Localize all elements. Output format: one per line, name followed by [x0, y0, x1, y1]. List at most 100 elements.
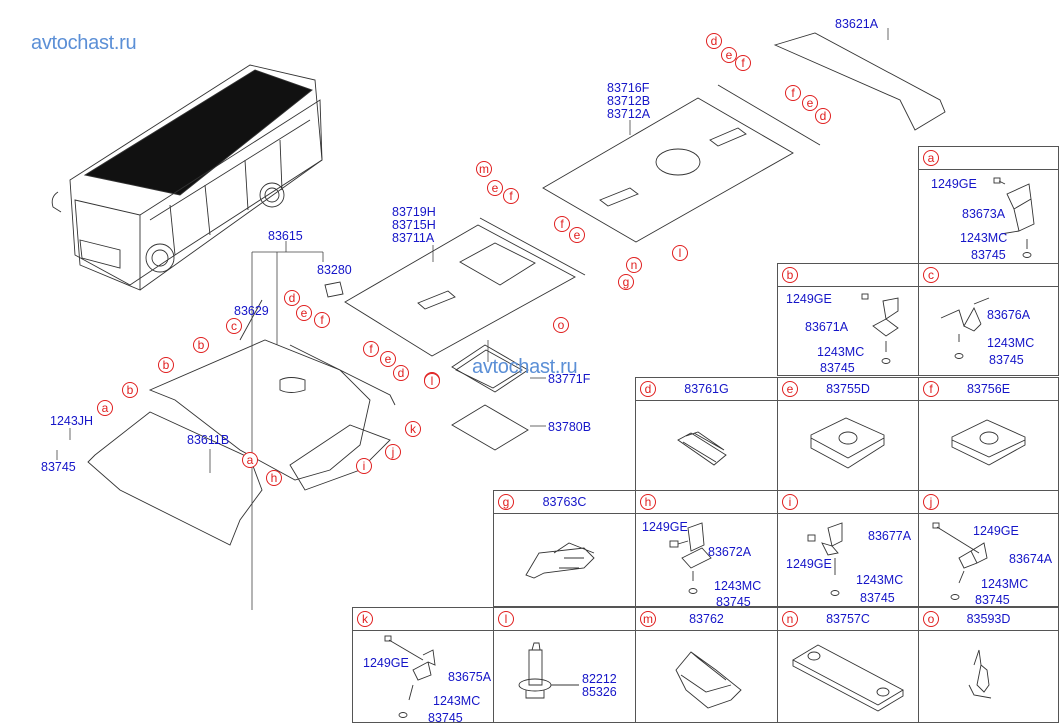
part-label[interactable]: 83673A — [962, 207, 1006, 221]
part-label[interactable]: 1243MC — [856, 573, 904, 587]
ref-bubble-d[interactable]: d — [284, 290, 300, 306]
part-label-83615[interactable]: 83615 — [268, 229, 303, 243]
part-label-83629[interactable]: 83629 — [234, 304, 269, 318]
part-label[interactable]: 83671A — [805, 320, 849, 334]
ref-bubble-f[interactable]: f — [554, 216, 570, 232]
part-label[interactable]: 83745 — [428, 711, 463, 725]
ref-bubble-f[interactable]: f — [314, 312, 330, 328]
ref-bubble-e[interactable]: e — [380, 351, 396, 367]
part-label[interactable]: 1249GE — [786, 557, 832, 571]
ref-bubble-l[interactable]: l — [424, 373, 440, 389]
part-label[interactable]: 1243MC — [714, 579, 762, 593]
part-label-83712a[interactable]: 83712A — [607, 107, 651, 121]
ref-bubble-e[interactable]: e — [802, 95, 818, 111]
detail-ref-n: n — [782, 611, 798, 627]
part-label[interactable]: 83745 — [820, 361, 855, 375]
part-label-83780b[interactable]: 83780B — [548, 420, 592, 434]
pad-icon — [810, 417, 885, 469]
part-label[interactable]: 83672A — [708, 545, 752, 559]
part-label-83611b[interactable]: 83611B — [187, 433, 230, 447]
ref-bubble-b[interactable]: b — [193, 337, 209, 353]
ref-bubble-i[interactable]: i — [356, 458, 372, 474]
part-label[interactable]: 83745 — [716, 595, 751, 609]
ref-bubble-e[interactable]: e — [569, 227, 585, 243]
ref-bubble-o[interactable]: o — [553, 317, 569, 333]
detail-ref-h: h — [640, 494, 656, 510]
part-label[interactable]: 83745 — [971, 248, 1006, 262]
ref-bubble-e[interactable]: e — [487, 180, 503, 196]
ref-bubble-d[interactable]: d — [393, 365, 409, 381]
detail-code: 83756E — [966, 382, 1011, 396]
detail-header: o 83593D — [919, 608, 1058, 631]
ref-bubble-k[interactable]: k — [405, 421, 421, 437]
part-label[interactable]: 1243MC — [987, 336, 1035, 350]
part-label[interactable]: 83745 — [989, 353, 1024, 367]
part-label-83280[interactable]: 83280 — [317, 263, 352, 277]
ref-bubble-m[interactable]: m — [476, 161, 492, 177]
detail-cell-a: a 1249GE 83673A 1243MC 83745 — [918, 146, 1059, 264]
part-label[interactable]: 1243MC — [817, 345, 865, 359]
part-label[interactable]: 1243MC — [960, 231, 1008, 245]
ref-bubble-c[interactable]: c — [226, 318, 242, 334]
ref-bubble-f[interactable]: f — [503, 188, 519, 204]
part-label-83745[interactable]: 83745 — [41, 460, 76, 474]
ref-bubble-e[interactable]: e — [721, 47, 737, 63]
part-label[interactable]: 82212 — [582, 672, 617, 686]
part-label-83715h[interactable]: 83715H — [392, 218, 436, 232]
ref-bubble-b[interactable]: b — [158, 357, 174, 373]
part-label-1243jh[interactable]: 1243JH — [50, 414, 94, 428]
ref-bubble-f[interactable]: f — [785, 85, 801, 101]
part-label[interactable]: 1249GE — [642, 520, 688, 534]
part-label[interactable]: 83674A — [1009, 552, 1053, 566]
clip-icon — [677, 431, 727, 466]
front-headliner-drawing — [344, 217, 586, 451]
ref-bubble-f[interactable]: f — [363, 341, 379, 357]
ref-bubble-e[interactable]: e — [296, 305, 312, 321]
detail-ref-g: g — [498, 494, 514, 510]
detail-header: d 83761G — [636, 378, 777, 401]
bracket-icon — [861, 293, 899, 364]
part-label[interactable]: 83677A — [868, 529, 912, 543]
ref-bubble-h[interactable]: h — [266, 470, 282, 486]
part-label[interactable]: 1249GE — [931, 177, 977, 191]
clip-icon — [675, 651, 742, 709]
ref-bubble-n[interactable]: n — [626, 257, 642, 273]
clip-icon — [518, 642, 579, 699]
part-label[interactable]: 85326 — [582, 685, 617, 699]
detail-header: a — [919, 147, 1058, 170]
part-label-83771f[interactable]: 83771F — [548, 372, 591, 386]
part-label-83719h[interactable]: 83719H — [392, 205, 436, 219]
watermark-center: avtochast.ru — [472, 356, 578, 378]
part-label-83716f[interactable]: 83716F — [607, 81, 650, 95]
part-label[interactable]: 83745 — [975, 593, 1010, 607]
ref-bubble-g[interactable]: g — [618, 274, 634, 290]
ref-bubble-l[interactable]: l — [672, 245, 688, 261]
part-label[interactable]: 83745 — [860, 591, 895, 605]
ref-bubble-d[interactable]: d — [815, 108, 831, 124]
detail-ref-b: b — [782, 267, 798, 283]
part-label-83621a[interactable]: 83621A — [835, 17, 879, 31]
part-label[interactable]: 1243MC — [981, 577, 1029, 591]
detail-header: j — [919, 491, 1058, 514]
part-label[interactable]: 1249GE — [786, 292, 832, 306]
part-label-83711a[interactable]: 83711A — [392, 231, 435, 245]
ref-bubble-a[interactable]: a — [97, 400, 113, 416]
ref-bubble-f[interactable]: f — [735, 55, 751, 71]
ref-bubble-a[interactable]: a — [242, 452, 258, 468]
part-label[interactable]: 1249GE — [973, 524, 1019, 538]
detail-header: m 83762 — [636, 608, 777, 631]
ref-bubble-d[interactable]: d — [706, 33, 722, 49]
part-label[interactable]: 83675A — [448, 670, 492, 684]
detail-header: e 83755D — [778, 378, 918, 401]
part-label[interactable]: 83676A — [987, 308, 1031, 322]
ref-bubble-b[interactable]: b — [122, 382, 138, 398]
part-label[interactable]: 1243MC — [433, 694, 481, 708]
detail-ref-k: k — [357, 611, 373, 627]
part-label[interactable]: 1249GE — [363, 656, 409, 670]
part-label-83712b[interactable]: 83712B — [607, 94, 651, 108]
detail-ref-e: e — [782, 381, 798, 397]
ref-bubble-j[interactable]: j — [385, 444, 401, 460]
detail-ref-d: d — [640, 381, 656, 397]
detail-cell-n: n 83757C — [777, 607, 919, 723]
